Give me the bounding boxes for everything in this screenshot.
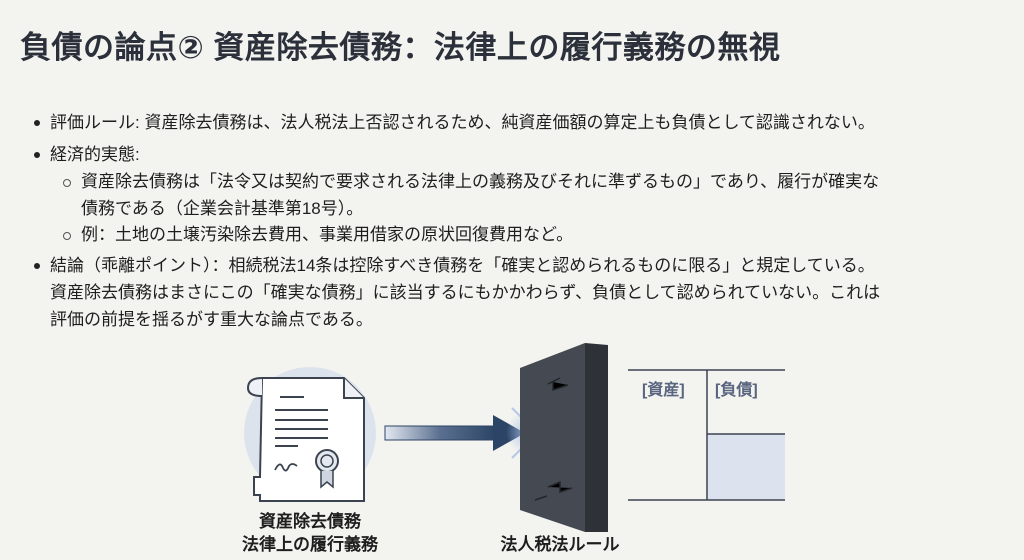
sub-bullet-icon (63, 232, 71, 240)
document-caption: 資産除去債務 法律上の履行義務 (230, 510, 390, 556)
bullet-conclusion-cont: 資産除去債務はまさにこの「確実な債務」に該当するにもかかわらず、負債として認めら… (50, 283, 881, 302)
bullet-conclusion: 結論（乖離ポイント）：相続税法14条は控除すべき債務を「確実と認められるものに限… (50, 256, 875, 275)
bullet-icon (34, 120, 40, 126)
bullet-conclusion-cont: 評価の前提を揺るがす重大な論点である。 (50, 310, 373, 329)
balance-sheet-assets-label: [資産] (642, 382, 685, 399)
page-title: 負債の論点② 資産除去債務：法律上の履行義務の無視 (20, 30, 781, 65)
sub-bullet-1: 資産除去債務は「法令又は契約で要求される法律上の義務及びそれに準ずるもの」であり… (81, 172, 880, 191)
balance-sheet (628, 369, 785, 501)
document-caption-line2: 法律上の履行義務 (242, 535, 378, 554)
sub-bullet-1-cont: 債務である（企業会計基準第18号）。 (81, 199, 364, 218)
bullet-rule: 評価ルール: 資産除去債務は、法人税法上否認されるため、純資産価額の算定上も負債… (50, 113, 875, 132)
document-caption-line1: 資産除去債務 (259, 512, 361, 531)
sub-bullet-icon (63, 179, 71, 187)
document-scroll-icon (244, 367, 376, 502)
sub-bullet-2: 例：土地の土壌汚染除去費用、事業用借家の原状回復費用など。 (81, 225, 574, 244)
balance-sheet-liabilities-label: [負債] (715, 382, 758, 399)
wall-caption: 法人税法ルール (500, 535, 620, 554)
wall-icon (520, 343, 608, 532)
bullet-economic: 経済的実態: (50, 145, 140, 164)
bullet-icon (34, 152, 40, 158)
bullet-icon (34, 263, 40, 269)
